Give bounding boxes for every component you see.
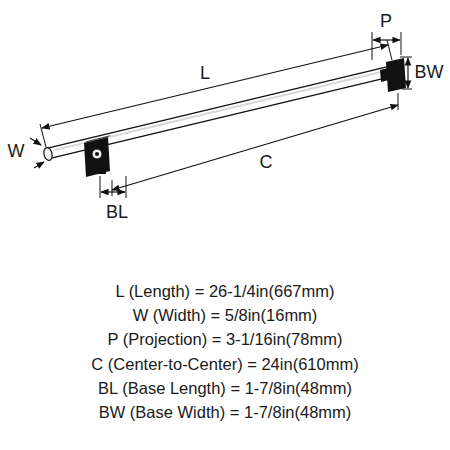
dimension-letter: C xyxy=(260,153,273,173)
left-set-screw xyxy=(92,149,102,159)
dimension-letter: W xyxy=(8,142,25,162)
dimension-line xyxy=(373,39,400,40)
extension-line xyxy=(100,176,101,198)
dimension-arrow xyxy=(34,162,44,168)
dimension-arrow xyxy=(30,138,41,145)
spec-line: L (Length) = 26-1/4in(667mm) xyxy=(115,282,334,300)
dimension-line xyxy=(101,191,125,192)
right-base xyxy=(386,58,406,92)
dimension-line xyxy=(112,105,398,190)
extension-line xyxy=(402,89,412,90)
spec-line: P (Projection) = 3-1/16in(78mm) xyxy=(108,330,343,348)
dimension-letter: BL xyxy=(106,203,128,223)
spec-line: BW (Base Width) = 1-7/8in(48mm) xyxy=(99,403,352,421)
spec-line: W (Width) = 5/8in(16mm) xyxy=(133,306,318,324)
dimension-letter: L xyxy=(200,64,210,84)
dimension-line xyxy=(407,58,408,88)
dimension-line xyxy=(42,45,388,128)
left-base xyxy=(84,137,110,177)
rod-end-cap xyxy=(43,147,54,161)
left-set-screw-hole xyxy=(95,152,99,156)
extension-line xyxy=(401,32,402,55)
extension-line xyxy=(400,57,412,58)
extension-line xyxy=(112,180,113,196)
extension-line xyxy=(372,32,373,60)
dimension-letter: P xyxy=(380,12,392,32)
extension-line xyxy=(387,40,392,60)
right-post xyxy=(380,68,389,82)
extension-line xyxy=(126,176,127,198)
spec-line: BL (Base Length) = 1-7/8in(48mm) xyxy=(98,379,352,397)
left-base-foot xyxy=(92,168,106,174)
extension-line xyxy=(398,93,399,110)
dimension-letter: BW xyxy=(415,63,444,83)
spec-line: C (Center-to-Center) = 24in(610mm) xyxy=(91,355,358,373)
left-base-edge xyxy=(84,135,111,143)
